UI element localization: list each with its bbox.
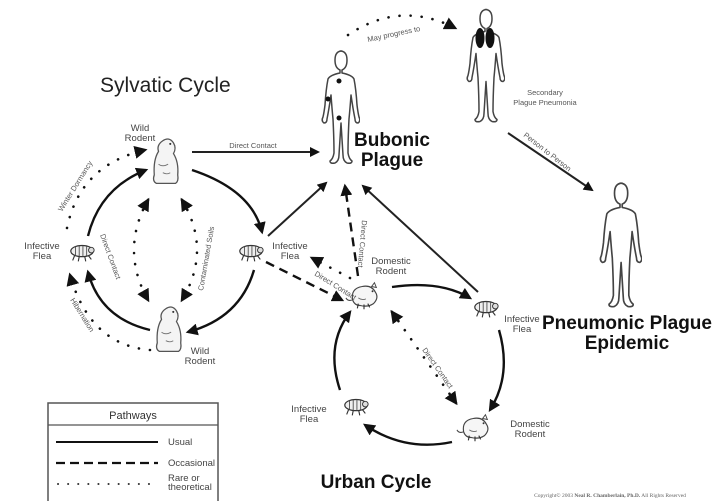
arrow-urban-flea-to-bubonic [361,184,479,293]
arrow-domestic-rodent-to-urban-flea-left [363,423,453,446]
infective-flea-urban-right-icon [474,300,499,318]
bubo-axilla [325,96,331,102]
legend-box [47,402,219,501]
copyright-notice: Copyright© 2003 Neal R. Chamberlain, Ph.… [534,492,686,499]
label-may-progress-to: May progress to [367,24,421,44]
sylvatic-cycle-title: Sylvatic Cycle [100,74,231,97]
legend-rare-label-1: Rare or [168,473,200,484]
bubonic-plague-title-line2: Plague [361,150,423,171]
dotted-urban-direct-contact [390,309,458,406]
legend-rare-label-2: theoretical [168,482,212,493]
label-direct-contact-left: Direct Contact [98,233,123,282]
label-hibernation: Hibernation [68,296,96,333]
infective-flea-mid-label-2: Flea [281,251,300,262]
bubonic-plague-title-line1: Bubonic [354,130,430,151]
dotted-hibernation [66,272,152,352]
infective-flea-mid-label-1: Infective [272,241,307,252]
lung-left [475,28,485,48]
domestic-rodent-bottom-label-1: Domestic [510,419,550,430]
legend-occasional-label: Occasional [168,458,215,469]
label-direct-contact-vertical: Direct Contact [356,220,369,269]
legend-usual-label: Usual [168,437,192,448]
infective-flea-left-label-2: Flea [33,251,52,262]
infective-flea-urban-right-label-1: Infective [504,314,539,325]
infective-flea-urban-left-label-2: Flea [300,414,319,425]
lung-right [485,28,495,48]
wild-rodent-top-icon [152,138,179,185]
arrow-urban-flea-right-to-domestic-rodent [488,329,505,413]
infective-flea-mid-icon [239,244,264,262]
urban-cycle-title: Urban Cycle [321,472,432,493]
wild-rodent-bottom-label-1: Wild [191,346,209,357]
copyright-prefix: Copyright© 2003 [534,492,574,499]
bubo-neck [336,78,342,84]
dashed-domestic-rodent-to-bubonic [340,183,360,277]
wild-rodent-top-label-2: Rodent [125,133,156,144]
secondary-pneumonia-figure [466,8,505,123]
arrow-domestic-rodent-to-urban-flea-right [391,283,473,300]
domestic-rodent-bottom-icon [456,414,489,442]
label-winter-dormancy: Winter Dormancy [56,159,94,213]
copyright-author: Neal R. Chamberlain, Ph.D. [574,493,640,499]
label-direct-contact-top: Direct Contact [229,141,277,150]
infective-flea-urban-left-label-1: Infective [291,404,326,415]
infective-flea-urban-right-label-2: Flea [513,324,532,335]
infective-flea-urban-left-icon [344,398,369,416]
domestic-rodent-bottom-label-2: Rodent [515,429,546,440]
pneumonic-plague-title-line1: Pneumonic Plague [542,313,712,334]
arrow-wild-rodent-bottom-to-flea-left [84,269,151,332]
copyright-suffix: All Rights Reserved [640,493,686,499]
wild-rodent-top-label-1: Wild [131,123,149,134]
arrow-urban-flea-left-to-domestic-rodent [333,310,352,391]
arrow-flea-mid-to-bubonic [267,181,328,237]
domestic-rodent-top-label-1: Domestic [371,256,411,267]
infective-flea-left-label-1: Infective [24,241,59,252]
arrow-flea-left-to-wild-rodent-top [86,167,149,237]
secondary-pneumonia-label-1: Secondary [527,88,563,97]
pneumonic-epidemic-figure [599,182,642,308]
wild-rodent-bottom-label-2: Rodent [185,356,216,367]
wild-rodent-bottom-icon [155,306,182,353]
legend-title: Pathways [109,410,157,422]
dotted-contaminated-soils [180,197,199,303]
arrow-flea-mid-to-wild-rodent-bottom [185,269,256,336]
infective-flea-left-icon [70,244,95,262]
bubo-groin [336,115,342,121]
label-person-to-person: Person to Person [522,130,573,173]
secondary-pneumonia-label-2: Plague Pneumonia [513,98,577,107]
dotted-domestic-to-flea-mid [309,256,352,280]
pneumonic-plague-title-line2: Epidemic [585,333,670,354]
arrow-person-to-person [507,132,594,192]
arrow-wild-rodent-to-flea-mid [191,168,266,235]
label-direct-contact-urban: Direct Contact [420,346,455,391]
dotted-rodent-to-rodent-left [132,197,150,303]
dotted-may-progress-to [346,14,458,37]
label-contaminated-soils: Contaminated Soils [196,225,216,291]
domestic-rodent-top-label-2: Rodent [376,266,407,277]
